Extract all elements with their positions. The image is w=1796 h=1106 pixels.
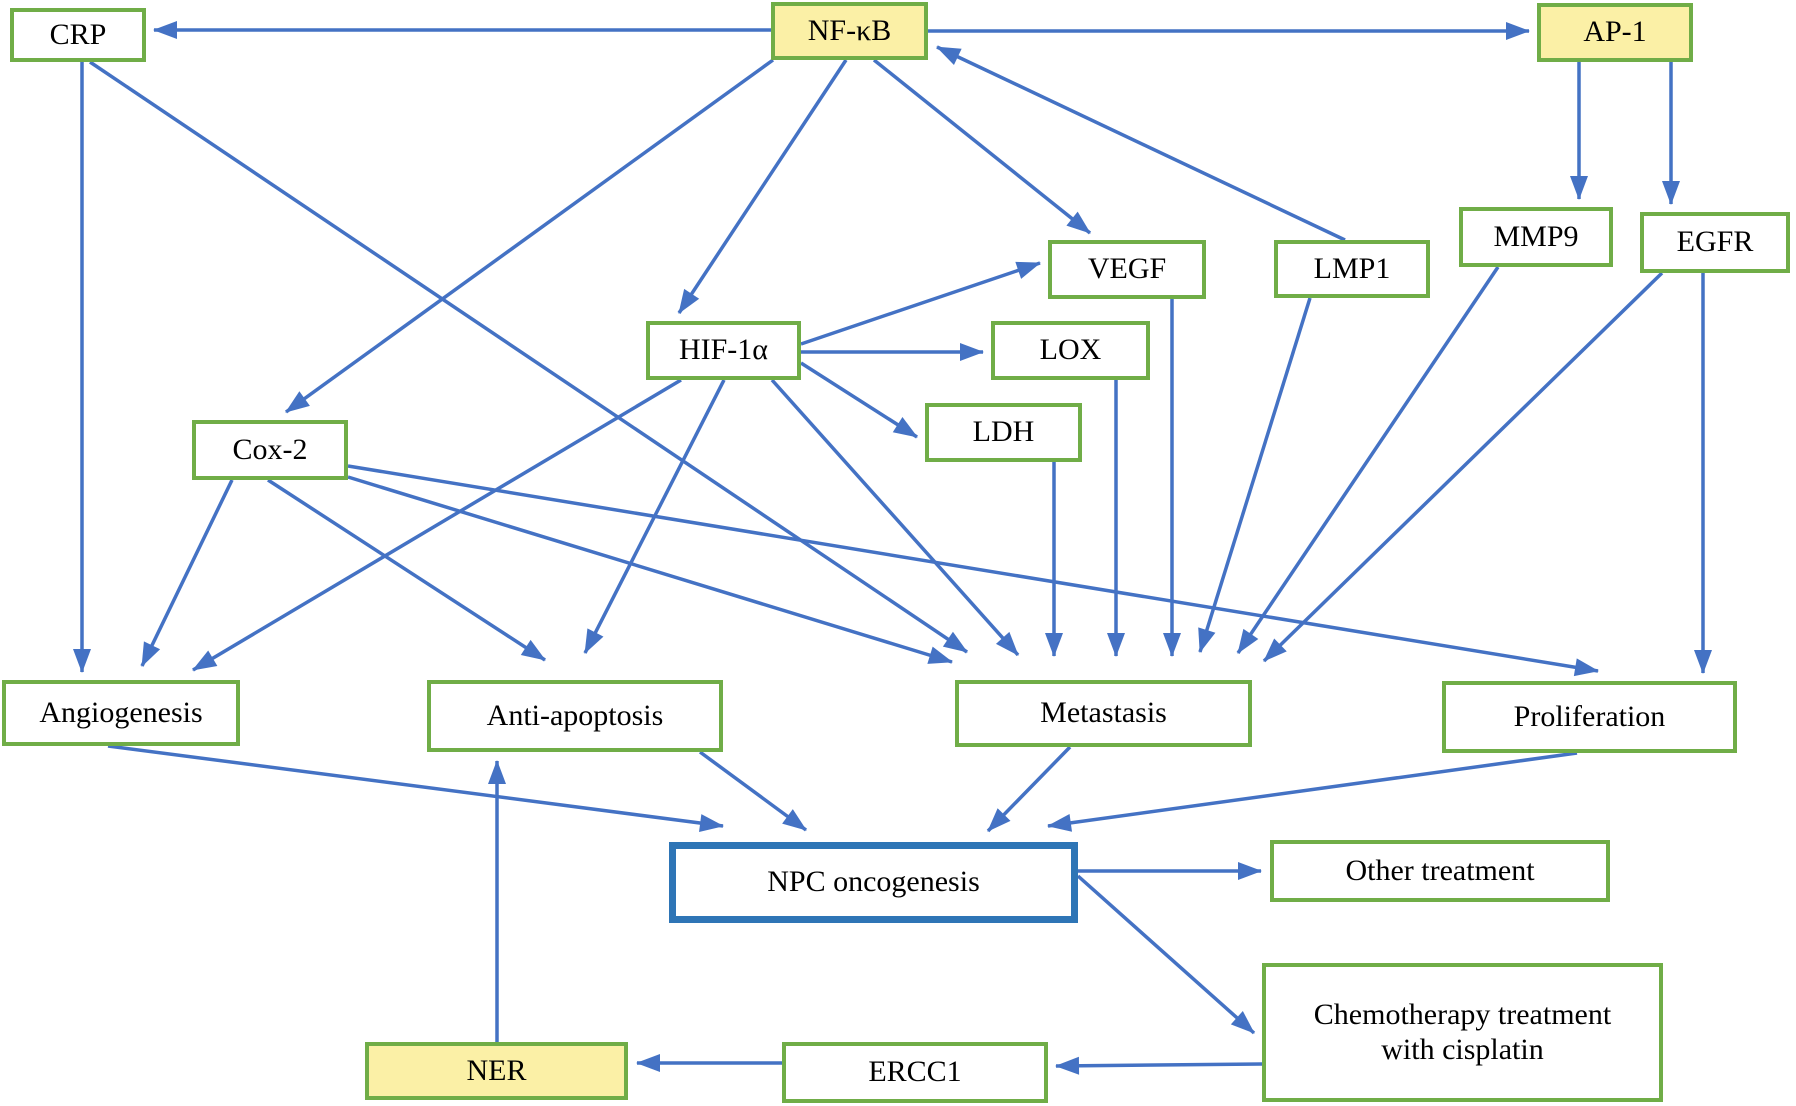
node-ldh: LDH <box>925 403 1082 462</box>
node-ercc1: ERCC1 <box>782 1042 1048 1103</box>
node-mmp9: MMP9 <box>1459 207 1613 267</box>
arrow-mmp9-to-metastasis <box>1236 266 1500 654</box>
arrow-cox2-to-antiapoptosis <box>267 478 546 662</box>
arrow-nfkb-to-hif1a <box>677 59 848 314</box>
node-ner: NER <box>365 1042 628 1100</box>
arrow-antiapoptosis-to-npc <box>698 750 808 832</box>
arrow-cox2-to-metastasis <box>347 475 953 664</box>
arrow-nfkb-to-vegf <box>872 58 1092 235</box>
arrow-hif1a-to-ldh <box>800 361 918 439</box>
node-lox: LOX <box>991 321 1150 380</box>
node-angiogenesis: Angiogenesis <box>2 680 240 746</box>
arrow-cox2-to-angiogenesis <box>140 479 234 667</box>
arrow-hif1a-to-vegf <box>800 261 1041 346</box>
node-lmp1: LMP1 <box>1274 240 1430 298</box>
node-vegf: VEGF <box>1048 240 1206 299</box>
node-proliferation: Proliferation <box>1442 681 1737 753</box>
node-egfr: EGFR <box>1640 212 1790 273</box>
node-cox2: Cox-2 <box>192 420 348 480</box>
arrow-hif1a-to-metastasis <box>770 378 1020 657</box>
node-ap1: AP-1 <box>1537 3 1693 62</box>
arrow-cox2-to-proliferation <box>347 464 1599 677</box>
node-chemo: Chemotherapy treatment with cisplatin <box>1262 963 1663 1102</box>
arrow-metastasis-to-npc <box>986 745 1072 833</box>
node-othertreatment: Other treatment <box>1270 840 1610 902</box>
arrow-lmp1-to-metastasis <box>1198 297 1312 653</box>
node-antiapoptosis: Anti-apoptosis <box>427 680 723 752</box>
node-metastasis: Metastasis <box>955 680 1252 747</box>
arrow-nfkb-to-cox2 <box>284 58 775 414</box>
node-npc: NPC oncogenesis <box>669 842 1078 923</box>
node-crp: CRP <box>10 8 146 62</box>
arrow-chemo-to-ercc1 <box>1055 1056 1263 1075</box>
arrow-hif1a-to-angiogenesis <box>192 378 682 672</box>
arrow-angiogenesis-to-npc <box>107 744 724 832</box>
arrow-proliferation-to-npc <box>1047 751 1578 832</box>
node-nfkb: NF-κB <box>771 2 928 60</box>
arrow-npc-to-chemo <box>1076 874 1256 1035</box>
arrow-crp-to-metastasis <box>89 60 968 654</box>
diagram-edges <box>73 21 1712 1075</box>
node-hif1a: HIF-1α <box>646 321 801 380</box>
arrow-lmp1-to-nfkb <box>936 45 1346 242</box>
arrow-egfr-to-metastasis <box>1262 271 1664 663</box>
